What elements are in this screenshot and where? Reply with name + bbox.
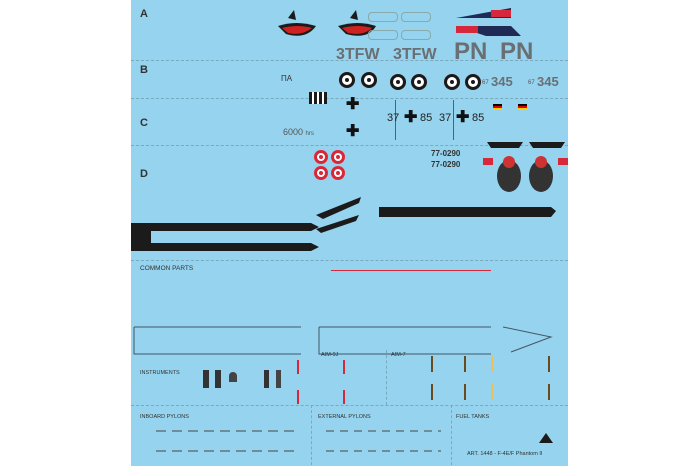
- marking-37: 37: [387, 112, 400, 124]
- pylon-stencils: [156, 430, 296, 432]
- turkish-roundel: [331, 150, 345, 164]
- prefix-67: 67: [482, 80, 489, 86]
- missile-band: [431, 384, 433, 400]
- turkish-roundel: [314, 150, 328, 164]
- tail-flash-decals: [456, 8, 521, 36]
- missile-band: [343, 360, 345, 374]
- pylon-stencils: [326, 430, 441, 432]
- shark-mouth-decals: [278, 10, 376, 36]
- instrument-panel: [215, 370, 221, 388]
- roundel: [390, 74, 406, 90]
- marking-345: 345: [491, 74, 513, 89]
- hours-unit: hrs: [305, 131, 314, 137]
- turkish-roundel: [314, 166, 328, 180]
- instrument-panel: [264, 370, 269, 388]
- missile-band: [343, 390, 345, 404]
- divider: [451, 405, 452, 465]
- missile-band: [464, 384, 466, 400]
- marking-3tfw: 3TFW: [393, 46, 437, 63]
- inboard-pylons-label: INBOARD PYLONS: [140, 414, 189, 420]
- red-line: [453, 100, 454, 140]
- divider: [386, 350, 387, 405]
- iron-cross: ✚: [456, 109, 470, 126]
- prefix-67: 67: [528, 80, 535, 86]
- red-line: [395, 100, 396, 140]
- aim7-label: AIM-7: [391, 352, 406, 358]
- divider: [131, 260, 568, 261]
- marking-85: 85: [472, 112, 485, 124]
- german-flag: [518, 104, 527, 110]
- divider: [131, 60, 568, 61]
- marking-345: 345: [537, 74, 559, 89]
- iron-cross: ✚: [346, 123, 360, 140]
- missile-band: [431, 356, 433, 372]
- red-stripe: [331, 270, 491, 271]
- divider: [131, 98, 568, 99]
- pylon-stencils: [326, 450, 441, 452]
- instrument-panel: [276, 370, 281, 388]
- pylon-stencils: [156, 450, 296, 452]
- external-pylons-label: EXTERNAL PYLONS: [318, 414, 371, 420]
- section-letter-b: B: [140, 64, 148, 76]
- roundel: [361, 72, 377, 88]
- common-parts-label: COMMON PARTS: [140, 265, 194, 272]
- serial-number: 77-0290: [431, 149, 461, 158]
- divider: [311, 405, 312, 465]
- missile-band: [548, 356, 550, 372]
- star-insignia: [401, 30, 431, 40]
- outline-stripes: [133, 326, 553, 355]
- marking-37: 37: [439, 112, 452, 124]
- instrument-panel: [203, 370, 209, 388]
- roundel: [411, 74, 427, 90]
- missile-band: [297, 360, 299, 374]
- wing-walkway-stripes: [131, 197, 556, 251]
- roundel: [339, 72, 355, 88]
- serial-number: 77-0290: [431, 160, 461, 169]
- missile-band: [297, 390, 299, 404]
- iron-cross: ✚: [346, 96, 360, 113]
- invasion-stripes: [309, 92, 327, 104]
- marking-pn: PN: [454, 38, 488, 65]
- fuel-tanks-label: FUEL TANKS: [456, 414, 490, 420]
- divider: [131, 405, 568, 406]
- aim9j-label: AIM-9J: [321, 352, 339, 358]
- star-insignia: [368, 30, 398, 40]
- article-caption: ART. 1448 - F-4E/F Phantom II: [467, 451, 543, 457]
- roundel: [444, 74, 460, 90]
- missile-band: [491, 384, 493, 400]
- missile-band: [548, 384, 550, 400]
- section-letter-c: C: [140, 117, 148, 129]
- decal-sheet: A B C D 3TFW 3TFW PN PN ПA 67 345 67 345…: [131, 0, 568, 466]
- section-letter-a: A: [140, 8, 148, 20]
- instruments-label: INSTRUMENTS: [140, 370, 180, 376]
- hours-value: 6000: [283, 127, 304, 137]
- roundel: [465, 74, 481, 90]
- missile-band: [491, 356, 493, 372]
- marking-pa: ПA: [281, 74, 293, 83]
- hours-marking: 6000 hrs: [283, 127, 314, 137]
- instrument-panel: [229, 372, 237, 382]
- german-flag: [493, 104, 502, 110]
- iron-cross: ✚: [404, 109, 418, 126]
- marking-pn: PN: [500, 38, 534, 65]
- section-letter-d: D: [140, 168, 148, 180]
- squadron-badge-decals: [483, 142, 568, 192]
- missile-band: [464, 356, 466, 372]
- turkish-roundel: [331, 166, 345, 180]
- star-insignia: [368, 12, 398, 22]
- divider: [131, 145, 568, 146]
- marking-85: 85: [420, 112, 433, 124]
- italeri-logo: [539, 430, 553, 448]
- star-insignia: [401, 12, 431, 22]
- marking-3tfw: 3TFW: [336, 46, 380, 63]
